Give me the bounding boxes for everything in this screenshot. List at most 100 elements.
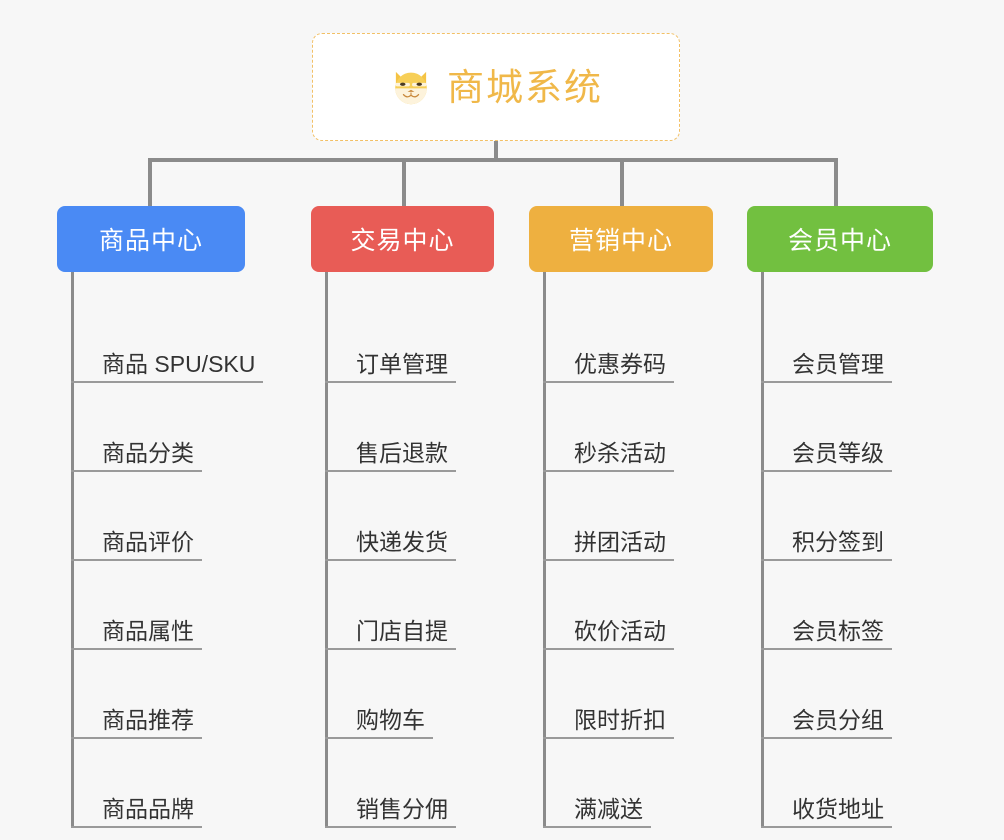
leaf-label: 砍价活动 — [574, 617, 666, 644]
list-item[interactable]: 订单管理 — [325, 294, 456, 383]
leaf-label: 商品 SPU/SKU — [102, 350, 256, 377]
list-item[interactable]: 会员分组 — [761, 650, 892, 739]
list-item[interactable]: 会员等级 — [761, 383, 892, 472]
leaf-label: 会员管理 — [792, 350, 884, 377]
list-item[interactable]: 收货地址 — [761, 739, 892, 828]
leaf-label: 秒杀活动 — [574, 439, 666, 466]
list-item[interactable]: 售后退款 — [325, 383, 456, 472]
leaf-underline — [325, 826, 456, 828]
leaf-label: 满减送 — [574, 795, 643, 822]
connector-drop-3 — [834, 158, 838, 206]
leaf-list-1: 订单管理 售后退款 快递发货 门店自提 购物车 销售分佣 — [325, 294, 456, 828]
leaf-label: 门店自提 — [356, 617, 448, 644]
connector-drop-0 — [148, 158, 152, 206]
list-item[interactable]: 砍价活动 — [543, 561, 674, 650]
leaf-underline — [543, 737, 674, 739]
list-item[interactable]: 商品分类 — [71, 383, 263, 472]
category-column-3: 会员中心 会员管理 会员等级 积分签到 会员标签 会员分组 — [747, 206, 967, 828]
category-header-label: 会员中心 — [787, 227, 892, 255]
leaf-label: 限时折扣 — [574, 706, 666, 733]
list-item[interactable]: 优惠券码 — [543, 294, 674, 383]
category-header-2[interactable]: 营销中心 — [529, 206, 713, 272]
leaf-underline — [761, 559, 892, 561]
root-title: 商城系统 — [447, 66, 603, 108]
leaf-list-2: 优惠券码 秒杀活动 拼团活动 砍价活动 限时折扣 满减送 — [543, 294, 674, 828]
leaf-underline — [543, 381, 674, 383]
category-column-1: 交易中心 订单管理 售后退款 快递发货 门店自提 购物车 — [311, 206, 537, 828]
connector-category-stem-3 — [761, 272, 764, 296]
list-item[interactable]: 商品 SPU/SKU — [71, 294, 263, 383]
leaf-underline — [325, 648, 456, 650]
leaf-underline — [761, 826, 892, 828]
shiba-dog-face-icon — [395, 71, 427, 105]
connector-horizontal-bus — [148, 158, 838, 162]
leaf-label: 会员分组 — [792, 706, 884, 733]
leaf-list-3: 会员管理 会员等级 积分签到 会员标签 会员分组 收货地址 — [761, 294, 892, 828]
leaf-label: 拼团活动 — [574, 528, 666, 555]
connector-drop-1 — [402, 158, 406, 206]
category-column-2: 营销中心 优惠券码 秒杀活动 拼团活动 砍价活动 限时折扣 — [529, 206, 751, 828]
leaf-label: 购物车 — [356, 706, 425, 733]
list-item[interactable]: 限时折扣 — [543, 650, 674, 739]
category-header-label: 交易中心 — [350, 227, 455, 255]
list-item[interactable]: 秒杀活动 — [543, 383, 674, 472]
list-item[interactable]: 快递发货 — [325, 472, 456, 561]
list-item[interactable]: 购物车 — [325, 650, 456, 739]
leaf-label: 会员等级 — [792, 439, 884, 466]
list-item[interactable]: 会员标签 — [761, 561, 892, 650]
category-header-0[interactable]: 商品中心 — [57, 206, 245, 272]
leaf-underline — [761, 470, 892, 472]
leaf-underline — [71, 559, 202, 561]
root-node[interactable]: 商城系统 — [312, 33, 680, 141]
leaf-list-0: 商品 SPU/SKU 商品分类 商品评价 商品属性 商品推荐 商品品牌 — [71, 294, 263, 828]
leaf-label: 订单管理 — [356, 350, 448, 377]
leaf-label: 商品分类 — [102, 439, 194, 466]
leaf-underline — [543, 470, 674, 472]
list-item[interactable]: 销售分佣 — [325, 739, 456, 828]
category-header-1[interactable]: 交易中心 — [311, 206, 494, 272]
list-item[interactable]: 商品品牌 — [71, 739, 263, 828]
leaf-underline — [325, 559, 456, 561]
connector-category-stem-2 — [543, 272, 546, 296]
leaf-label: 会员标签 — [792, 617, 884, 644]
connector-drop-2 — [620, 158, 624, 206]
list-item[interactable]: 满减送 — [543, 739, 674, 828]
leaf-label: 优惠券码 — [574, 350, 666, 377]
leaf-underline — [71, 648, 202, 650]
leaf-underline — [761, 381, 892, 383]
leaf-label: 商品品牌 — [102, 795, 194, 822]
connector-root-stem — [494, 141, 498, 161]
list-item[interactable]: 会员管理 — [761, 294, 892, 383]
category-column-0: 商品中心 商品 SPU/SKU 商品分类 商品评价 商品属性 商品推荐 — [57, 206, 307, 828]
leaf-underline — [71, 470, 202, 472]
leaf-underline — [71, 826, 202, 828]
category-header-label: 营销中心 — [568, 227, 673, 255]
leaf-underline — [761, 648, 892, 650]
leaf-label: 收货地址 — [792, 795, 884, 822]
leaf-label: 商品属性 — [102, 617, 194, 644]
leaf-underline — [71, 737, 202, 739]
leaf-underline — [325, 737, 433, 739]
list-item[interactable]: 积分签到 — [761, 472, 892, 561]
leaf-underline — [71, 381, 263, 383]
leaf-label: 积分签到 — [792, 528, 884, 555]
leaf-label: 商品评价 — [102, 528, 194, 555]
connector-category-stem-1 — [325, 272, 328, 296]
list-item[interactable]: 商品推荐 — [71, 650, 263, 739]
list-item[interactable]: 商品评价 — [71, 472, 263, 561]
list-item[interactable]: 商品属性 — [71, 561, 263, 650]
leaf-label: 快递发货 — [356, 528, 448, 555]
leaf-label: 售后退款 — [356, 439, 448, 466]
leaf-underline — [325, 470, 456, 472]
leaf-underline — [325, 381, 456, 383]
connector-category-stem-0 — [71, 272, 74, 296]
list-item[interactable]: 拼团活动 — [543, 472, 674, 561]
leaf-label: 商品推荐 — [102, 706, 194, 733]
leaf-label: 销售分佣 — [356, 795, 448, 822]
leaf-underline — [543, 559, 674, 561]
leaf-underline — [543, 648, 674, 650]
category-header-label: 商品中心 — [98, 227, 203, 255]
category-header-3[interactable]: 会员中心 — [747, 206, 933, 272]
list-item[interactable]: 门店自提 — [325, 561, 456, 650]
